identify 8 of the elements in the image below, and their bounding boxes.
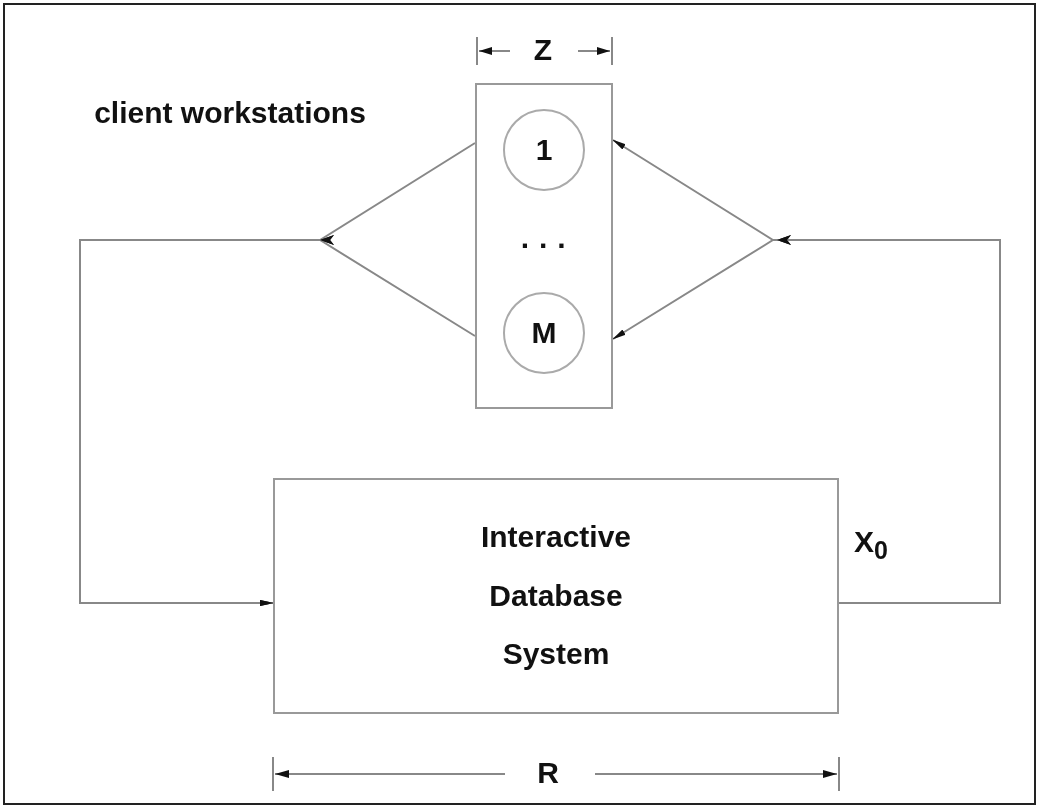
workstation-group-box — [475, 83, 613, 409]
output-label: X$_{0}$ — [853, 525, 889, 565]
connector-arrow — [79, 239, 476, 606]
station-number: M — [531, 315, 557, 351]
station-number: 1 — [535, 132, 553, 168]
system-box — [273, 478, 839, 714]
ellipsis-text: · · · — [520, 228, 568, 264]
system-label: Interactive Database System — [479, 519, 633, 673]
